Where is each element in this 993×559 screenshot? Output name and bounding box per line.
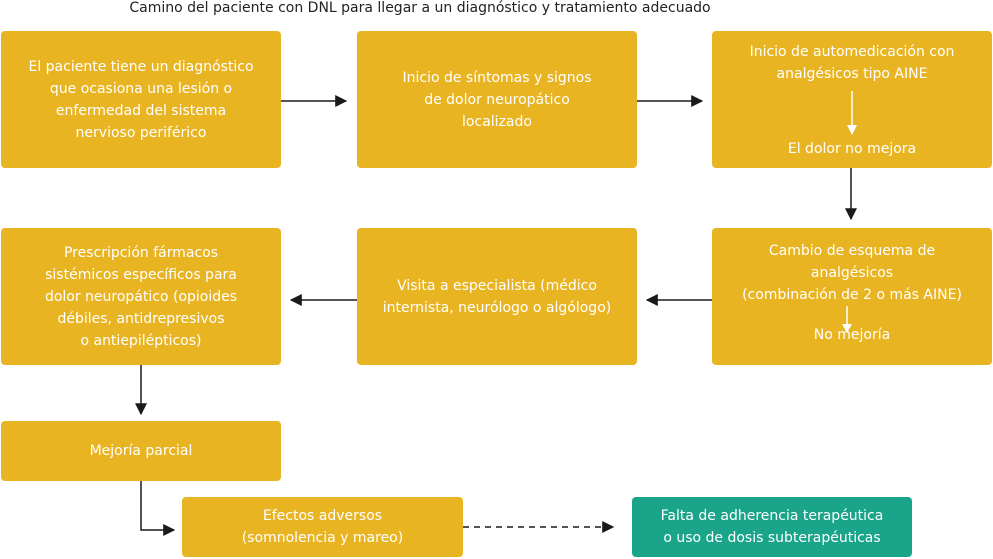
node-adverse-label: Efectos adversos (somnolencia y mareo)	[241, 508, 404, 546]
inner-arrow-down	[842, 306, 852, 333]
node-scheme-change-result: No mejoría	[813, 327, 891, 343]
node-specialist-label: Visita a especialista (médico internista…	[382, 277, 612, 316]
node-self-medication-label: Inicio de automedicación con analgésicos…	[749, 44, 955, 82]
node-specialist: Visita a especialista (médico internista…	[357, 228, 637, 365]
node-adherence-label: Falta de adherencia terapéutica o uso de…	[660, 508, 884, 546]
node-symptoms-label: Inicio de síntomas y signos de dolor neu…	[402, 69, 592, 130]
node-prescription-label: Prescripción fármacos sistémicos específ…	[44, 244, 238, 349]
node-self-medication: Inicio de automedicación con analgésicos…	[712, 31, 992, 168]
node-scheme-change-label: Cambio de esquema de analgésicos (combin…	[742, 243, 962, 303]
node-partial: Mejoría parcial	[1, 421, 281, 481]
node-partial-label: Mejoría parcial	[89, 443, 193, 459]
node-symptoms: Inicio de síntomas y signos de dolor neu…	[357, 31, 637, 168]
node-self-medication-result: El dolor no mejora	[787, 141, 917, 157]
node-diagnosis: El paciente tiene un diagnóstico que oca…	[1, 31, 281, 168]
node-scheme-change: Cambio de esquema de analgésicos (combin…	[712, 228, 992, 365]
node-adherence: Falta de adherencia terapéutica o uso de…	[632, 497, 912, 557]
node-adverse: Efectos adversos (somnolencia y mareo)	[182, 497, 463, 557]
diagram-title: Camino del paciente con DNL para llegar …	[129, 0, 711, 16]
inner-arrow-down	[847, 91, 857, 135]
node-prescription: Prescripción fármacos sistémicos específ…	[1, 228, 281, 365]
inner-arrow-head	[847, 125, 857, 135]
arrow-partial-to-adverse	[140, 481, 176, 536]
node-diagnosis-label: El paciente tiene un diagnóstico que oca…	[28, 58, 254, 141]
inner-arrow-head	[842, 324, 852, 333]
